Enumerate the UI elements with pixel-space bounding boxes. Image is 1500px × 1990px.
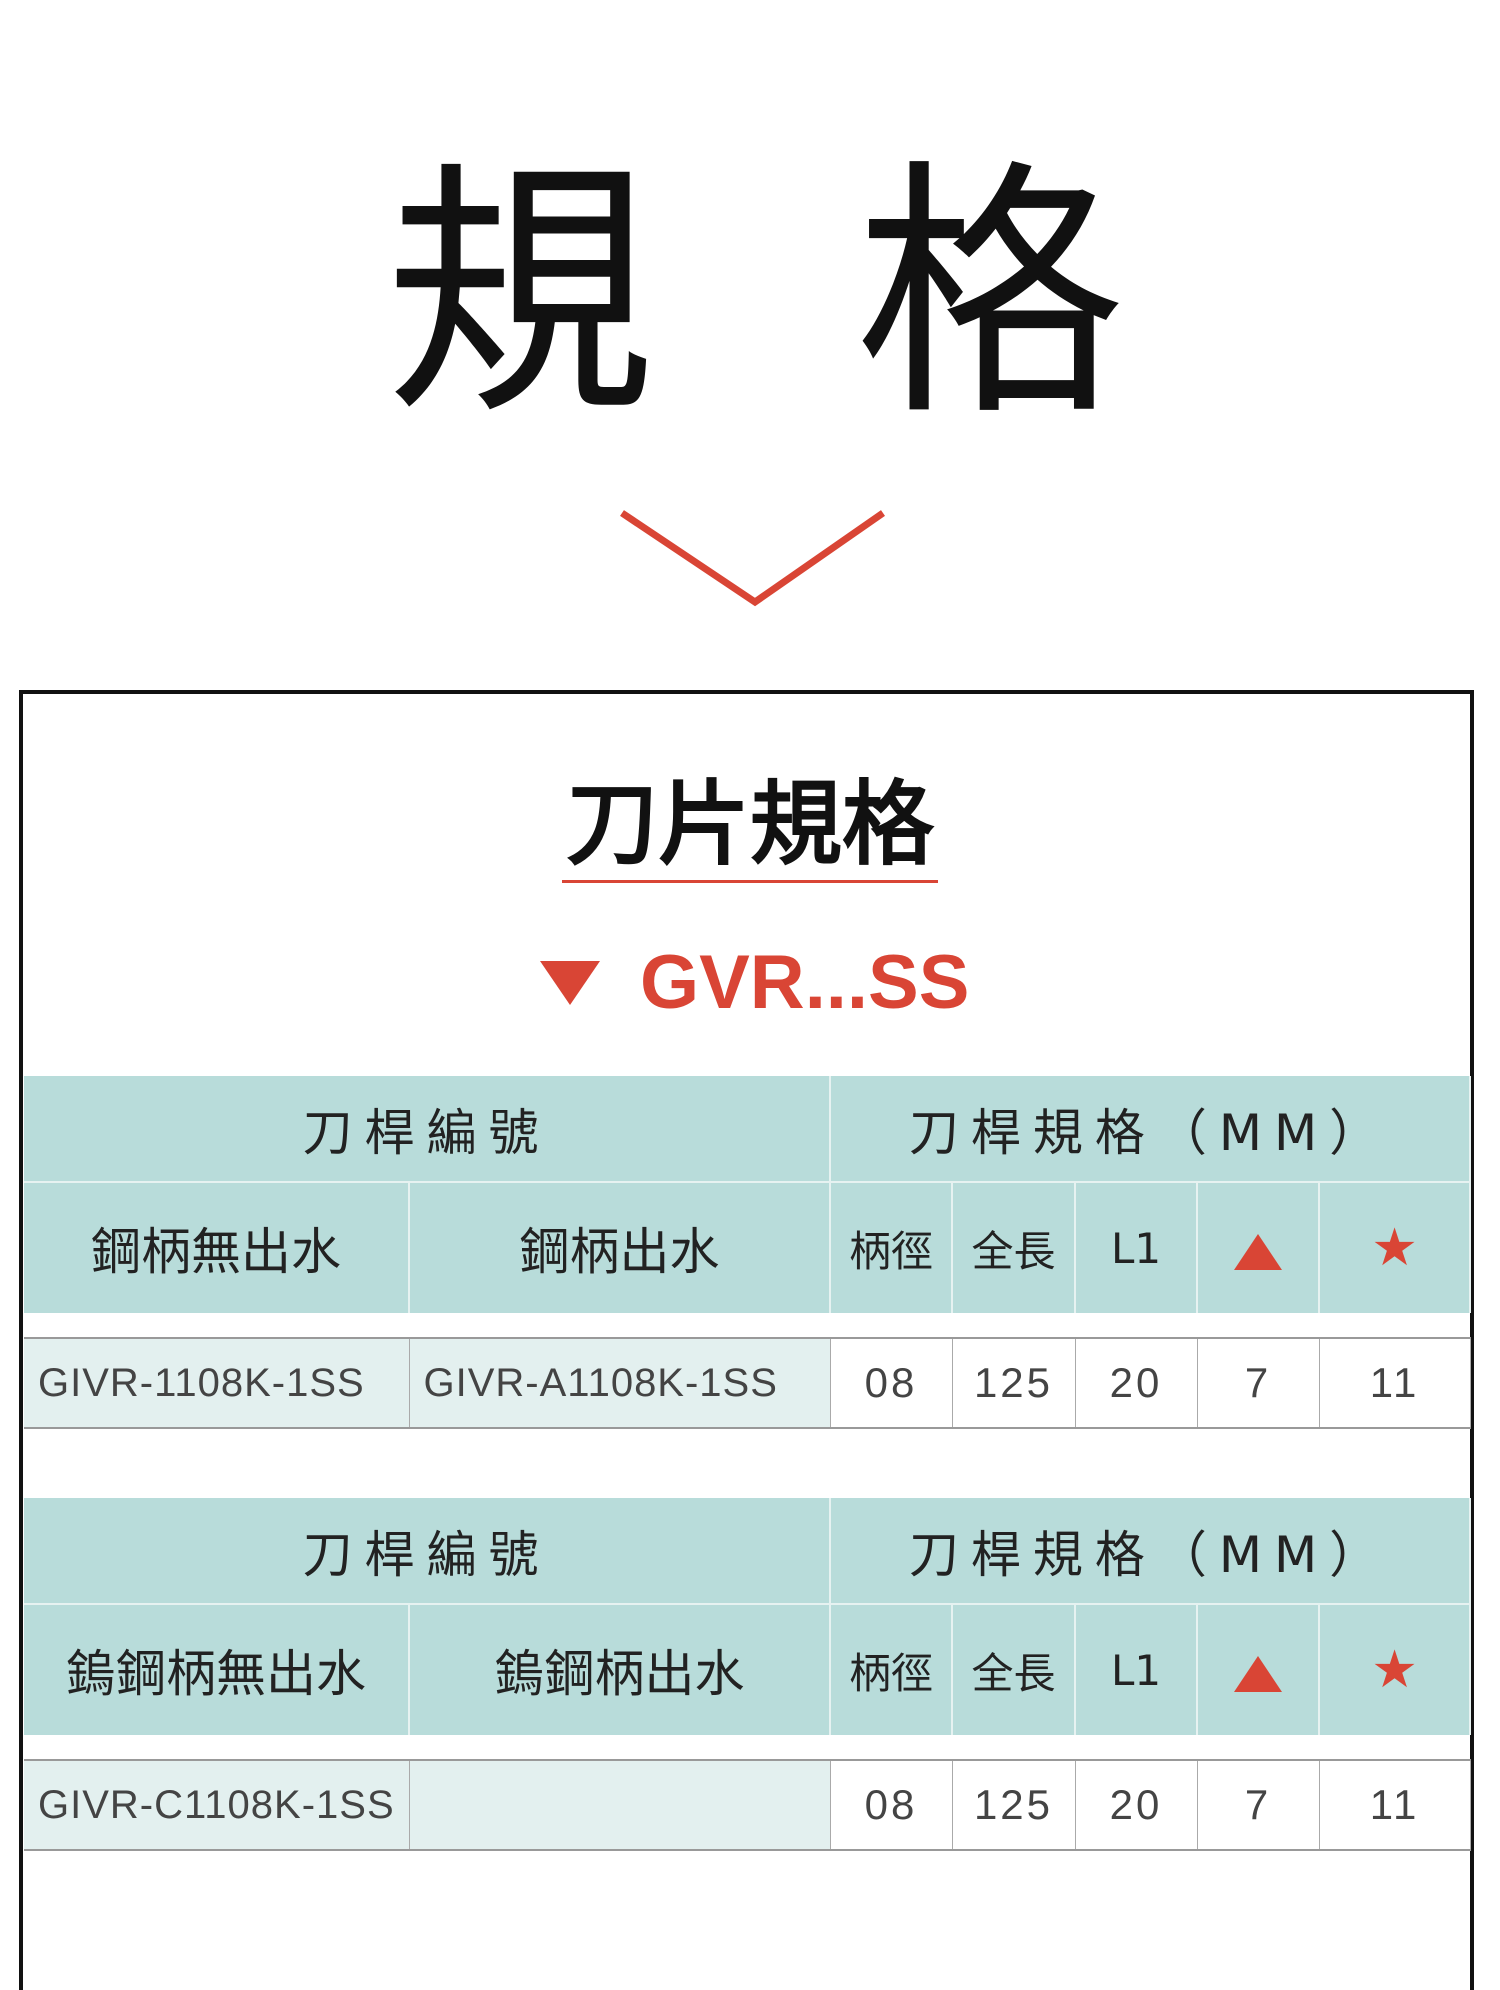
col-header-star: ★ <box>1319 1182 1472 1313</box>
cell-value: 08 <box>830 1759 953 1851</box>
col-header: 全長 <box>952 1604 1076 1735</box>
group-header-spec: 刀桿規格（MM） <box>830 1076 1472 1183</box>
cell-value: 11 <box>1319 1759 1471 1851</box>
cell-value: 11 <box>1319 1337 1471 1429</box>
spec-table-1: 刀桿編號 刀桿規格（MM） 鋼柄無出水 鋼柄出水 柄徑 全長 L1 ★ GIVR… <box>24 1076 1472 1429</box>
col-header-triangle <box>1197 1182 1320 1313</box>
cell-code: GIVR-1108K-1SS <box>24 1337 410 1429</box>
cell-value: 7 <box>1197 1759 1320 1851</box>
triangle-icon <box>1234 1655 1282 1692</box>
title-underline <box>562 880 938 883</box>
page-title: 規格 <box>0 150 1500 440</box>
col-header: 鎢鋼柄出水 <box>409 1604 831 1735</box>
col-header: 鋼柄出水 <box>409 1182 831 1313</box>
table-row: GIVR-C1108K-1SS 08 125 20 7 11 <box>24 1759 1471 1851</box>
page-title-char-2: 格 <box>855 137 1125 452</box>
section-title: 刀片規格 <box>565 771 934 878</box>
cell-value: 08 <box>830 1337 953 1429</box>
cell-value: 20 <box>1075 1759 1198 1851</box>
group-header-code: 刀桿編號 <box>24 1076 831 1183</box>
col-header: 鎢鋼柄無出水 <box>24 1604 410 1735</box>
col-header-star: ★ <box>1319 1604 1472 1735</box>
cell-value: 125 <box>952 1759 1076 1851</box>
cell-code: GIVR-C1108K-1SS <box>24 1759 410 1851</box>
cell-value: 7 <box>1197 1337 1320 1429</box>
col-header: 柄徑 <box>830 1182 953 1313</box>
chevron-down-icon <box>620 510 885 607</box>
group-header-spec: 刀桿規格（MM） <box>830 1498 1472 1605</box>
spec-table-2: 刀桿編號 刀桿規格（MM） 鎢鋼柄無出水 鎢鋼柄出水 柄徑 全長 L1 ★ GI… <box>24 1498 1472 1851</box>
col-header: 鋼柄無出水 <box>24 1182 410 1313</box>
table-row: GIVR-1108K-1SS GIVR-A1108K-1SS 08 125 20… <box>24 1337 1471 1429</box>
group-header-code: 刀桿編號 <box>24 1498 831 1605</box>
col-header: L1 <box>1075 1604 1198 1735</box>
col-header: L1 <box>1075 1182 1198 1313</box>
triangle-down-icon <box>540 960 600 1005</box>
series-label: GVR...SS <box>640 940 970 1025</box>
star-icon: ★ <box>1371 1640 1418 1700</box>
triangle-icon <box>1234 1233 1282 1270</box>
page-title-char-1: 規 <box>385 137 655 452</box>
col-header-triangle <box>1197 1604 1320 1735</box>
cell-value: 20 <box>1075 1337 1198 1429</box>
cell-code <box>409 1759 831 1851</box>
col-header: 全長 <box>952 1182 1076 1313</box>
series-heading: GVR...SS <box>540 940 969 1025</box>
spec-panel <box>19 690 1474 1990</box>
cell-code: GIVR-A1108K-1SS <box>409 1337 831 1429</box>
cell-value: 125 <box>952 1337 1076 1429</box>
star-icon: ★ <box>1371 1218 1418 1278</box>
col-header: 柄徑 <box>830 1604 953 1735</box>
